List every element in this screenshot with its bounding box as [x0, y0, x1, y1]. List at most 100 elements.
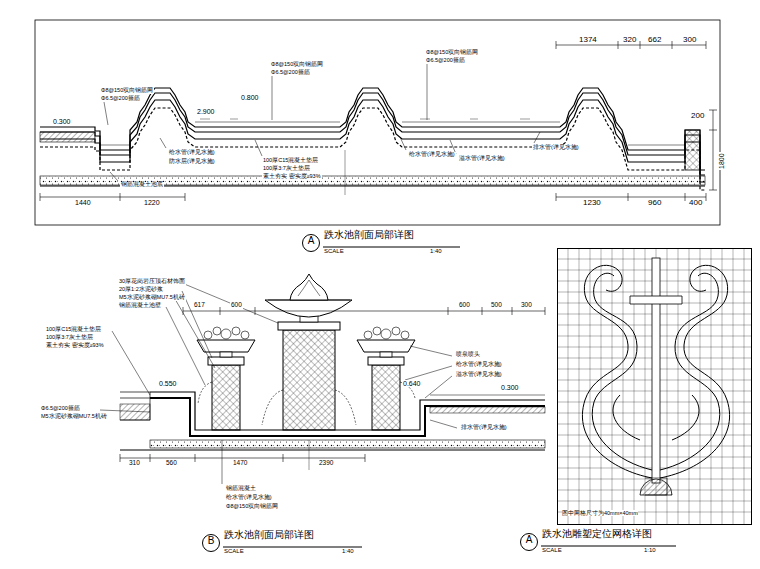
callout-note: 排水管(详见水施)	[460, 425, 508, 431]
drawing-line	[104, 64, 427, 125]
callout-note: Φ8@150双向钢筋网	[100, 88, 154, 94]
drawing-line	[592, 273, 652, 470]
dimension-text: 960	[647, 199, 662, 207]
drawing-line	[401, 331, 409, 339]
callout-note: 30厚花岗岩压顶石材饰面	[118, 279, 186, 285]
grid-panel: 图中网格尺寸为40mm×40mm	[557, 248, 752, 525]
drawing-line	[430, 395, 545, 396]
drawing-line	[223, 547, 362, 548]
drawing-title-text: 跌水池雕塑定位网格详图	[542, 528, 652, 539]
callout-note: 溢水管(详见水施)	[455, 372, 503, 378]
drawing-line	[660, 265, 730, 478]
drawing-line	[100, 122, 685, 145]
drawing-line	[213, 327, 221, 335]
drawing-line	[278, 322, 340, 330]
drawing-line	[392, 327, 400, 335]
drawing-line	[645, 478, 667, 495]
drawing-line	[40, 132, 95, 142]
callout-note: Φ6.5@200箍筋	[100, 96, 141, 102]
dimension-text: 1440	[74, 199, 92, 206]
drawing-title-text: 跌水池剖面局部详图	[324, 229, 414, 240]
drawing-line	[323, 247, 460, 248]
drawing-line	[200, 119, 530, 120]
callout-note: M5水泥砂浆砌MU7.5机砖	[40, 414, 108, 420]
callout-note: 素土夯实 密实度≥93%	[45, 343, 105, 349]
callout-note: M5水泥砂浆砌MU7.5机砖	[118, 295, 186, 301]
drawing-line	[204, 331, 212, 339]
dimension-text: 1220	[143, 199, 161, 206]
callout-note: Φ8@150双向钢筋网	[425, 50, 479, 56]
dimension-text: 0.800	[240, 94, 260, 101]
drawing-line	[265, 300, 352, 317]
callout-note: 给水管(详见水施)	[168, 150, 216, 156]
callout-note: 素土夯实 密实度≥93%	[262, 174, 322, 180]
scale-value: 1:40	[342, 548, 354, 555]
drawing-line	[372, 365, 400, 430]
scale-label: SCALE	[324, 248, 344, 255]
drawing-line	[630, 296, 682, 304]
sculpture-grid	[557, 248, 752, 525]
section-marker: B	[202, 534, 220, 552]
drawing-line	[150, 440, 545, 448]
drawing-line	[582, 265, 652, 478]
drawing-line	[198, 382, 415, 425]
title-underline	[223, 247, 676, 547]
callout-note: Φ6.5@200箍筋	[425, 58, 466, 64]
drawing-line	[232, 327, 240, 335]
drawing-line	[380, 352, 392, 357]
dimension-text: 0.300	[52, 118, 72, 125]
drawing-line	[652, 258, 660, 483]
dimension-text: 1374	[578, 36, 598, 44]
scale-label: SCALE	[542, 547, 562, 554]
callout-note: 20厚1:2水泥砂浆	[118, 287, 164, 293]
drawing-line	[208, 357, 244, 365]
drawing-line	[640, 479, 672, 495]
drawing-line	[204, 327, 409, 339]
dimension-text: 400	[688, 199, 703, 207]
drawing-title: A跌水池雕塑定位网格详图SCALE1:10	[520, 533, 658, 556]
dimension-text: 310	[128, 460, 141, 467]
drawing-line	[368, 357, 404, 365]
drawing-line	[357, 340, 415, 352]
drawing-line	[613, 395, 640, 440]
drawing-line	[364, 331, 372, 339]
grid-note: 图中网格尺寸为40mm×40mm	[562, 510, 638, 516]
callout-note: 给水管(详见水施)	[408, 152, 456, 158]
callout-note: 给水管(详见水施)	[225, 495, 273, 501]
drawing-line	[373, 327, 381, 335]
drawing-line	[110, 132, 540, 181]
dimension-text: 662	[647, 36, 662, 44]
drawing-line	[541, 546, 676, 547]
scale-value: 1:40	[430, 248, 442, 255]
scale-label: SCALE	[224, 548, 244, 555]
drawing-line	[150, 392, 545, 430]
callout-note: 100厚3:7灰土垫层	[262, 166, 311, 172]
dimension-text: 0.640	[402, 380, 422, 387]
section-a	[35, 20, 720, 225]
dimension-text: 300	[520, 302, 533, 309]
drawing-line	[290, 274, 328, 300]
drawing-line	[220, 352, 232, 357]
drawing-line	[212, 365, 240, 430]
callout-note: Φ8@150双向钢筋网	[225, 504, 279, 510]
dimension-text: 1800	[718, 152, 725, 170]
dimension-text: 560	[165, 460, 178, 467]
drawing-title: A跌水池剖面局部详图SCALE1:40	[302, 234, 444, 257]
drawing-line	[709, 110, 717, 190]
drawing-line	[40, 193, 185, 201]
drawing-line	[430, 407, 545, 413]
dimension-text: 617	[193, 302, 206, 309]
drawing-line	[100, 283, 457, 484]
drawing-line	[221, 329, 231, 339]
drawing-line	[298, 280, 320, 296]
drawing-line	[582, 265, 652, 478]
scale-value: 1:10	[644, 547, 656, 554]
callout-note: Φ6.5@200箍筋	[270, 70, 311, 76]
drawing-line	[197, 340, 255, 352]
section-b	[100, 274, 545, 484]
callout-note: 100厚3:7灰土垫层	[45, 335, 94, 341]
callout-note: 钢筋混凝土	[225, 486, 257, 492]
drawing-line	[120, 450, 545, 451]
